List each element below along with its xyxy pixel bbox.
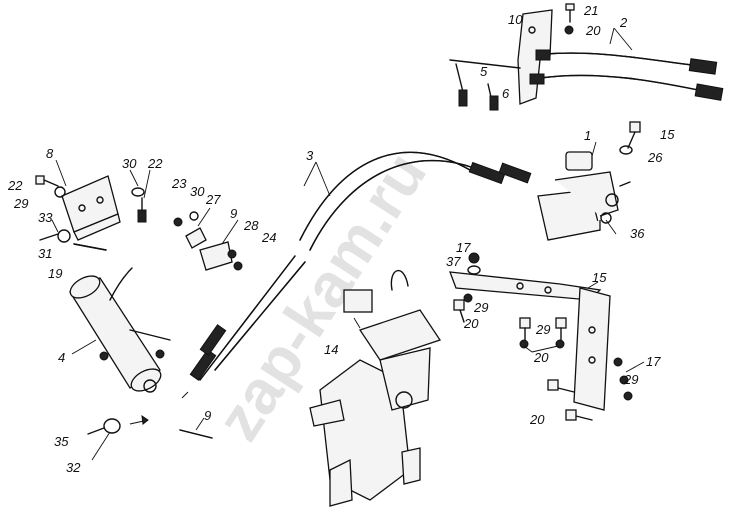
callout-26: 26	[647, 150, 663, 165]
callout-9: 9	[204, 408, 211, 423]
pin-19	[73, 243, 107, 251]
callout-8: 8	[46, 146, 54, 161]
callout-13: 14	[324, 342, 338, 357]
callout-6: 6	[502, 86, 510, 101]
callout-34: 33	[38, 210, 53, 225]
callout-35: 35	[54, 434, 69, 449]
callout-19: 19	[48, 266, 62, 281]
bolt-14	[627, 121, 641, 149]
callout-30-right: 30	[122, 156, 137, 171]
callout-22-left: 22	[7, 178, 23, 193]
callout-28: 28	[243, 218, 259, 233]
bracket-15	[449, 271, 611, 411]
bolts-20-lower	[547, 379, 593, 421]
callout-21: 21	[583, 3, 598, 18]
nut-17-top	[468, 252, 480, 264]
callout-18: 20	[585, 23, 601, 38]
callout-5: 5	[480, 64, 488, 79]
callout-27: 27	[205, 192, 221, 207]
callout-29-a: 29	[473, 300, 488, 315]
bracket-13	[309, 270, 442, 507]
nut-29-a	[463, 293, 473, 303]
plate-10	[199, 241, 233, 271]
nut-24	[233, 261, 243, 271]
bracket-8	[61, 175, 121, 241]
washer-33	[103, 418, 121, 434]
arrows	[129, 317, 361, 425]
callout-15: 15	[592, 270, 607, 285]
washer-30-right	[131, 187, 145, 197]
callout-20-a: 20	[463, 316, 479, 331]
pipe-6	[487, 83, 499, 111]
callout-17-top: 17	[456, 240, 471, 255]
callout-17-right: 17	[646, 354, 661, 369]
nuts-17-29-right	[613, 357, 633, 401]
callout-20-b: 20	[533, 350, 549, 365]
washer-32	[57, 229, 71, 243]
callout-33: 32	[66, 460, 81, 475]
callout-32: 31	[38, 246, 52, 261]
pin-34	[39, 233, 59, 241]
callout-29-c: 29	[623, 372, 638, 387]
hoses-4	[529, 49, 724, 101]
bolt-21	[565, 3, 575, 23]
callout-36: 36	[630, 226, 645, 241]
callout-14: 15	[660, 127, 675, 142]
bolts-29-20-pair	[519, 317, 567, 349]
callout-37: 37	[446, 254, 461, 269]
washer-31	[189, 211, 199, 221]
nut-23	[173, 217, 183, 227]
hoses-3	[189, 151, 532, 381]
pin-9	[179, 429, 213, 439]
callout-30-left: 29	[13, 196, 28, 211]
callout-1: 4	[58, 350, 65, 365]
bolt-20-a	[453, 299, 465, 323]
callout-12: 10	[508, 12, 523, 27]
washer-30-left	[54, 186, 66, 198]
leader-lines	[51, 27, 645, 461]
cylinder-1	[69, 267, 171, 393]
callout-24: 24	[261, 230, 276, 245]
callout-10: 9	[230, 206, 237, 221]
washer-37	[467, 265, 481, 275]
callout-31: 30	[190, 184, 205, 199]
callout-20-c: 20	[529, 412, 545, 427]
callout-4: 2	[619, 15, 628, 30]
washer-26	[619, 145, 633, 155]
bolt-22-right	[137, 197, 147, 223]
valve-2	[537, 151, 631, 241]
callout-labels: 10 21 20 2 5 6 1 15 26 3 36 8 30 22 22 2…	[7, 3, 675, 475]
callout-23: 23	[171, 176, 187, 191]
callout-29-b: 29	[535, 322, 550, 337]
callout-2: 1	[584, 128, 591, 143]
nut-18	[564, 25, 574, 35]
bolt-35	[87, 427, 105, 435]
clamp-27	[185, 227, 207, 249]
callout-22-right: 22	[147, 156, 163, 171]
nut-28	[227, 249, 237, 259]
bolt-22-left	[35, 175, 59, 187]
callout-3: 3	[306, 148, 314, 163]
pipe-5	[449, 59, 521, 107]
